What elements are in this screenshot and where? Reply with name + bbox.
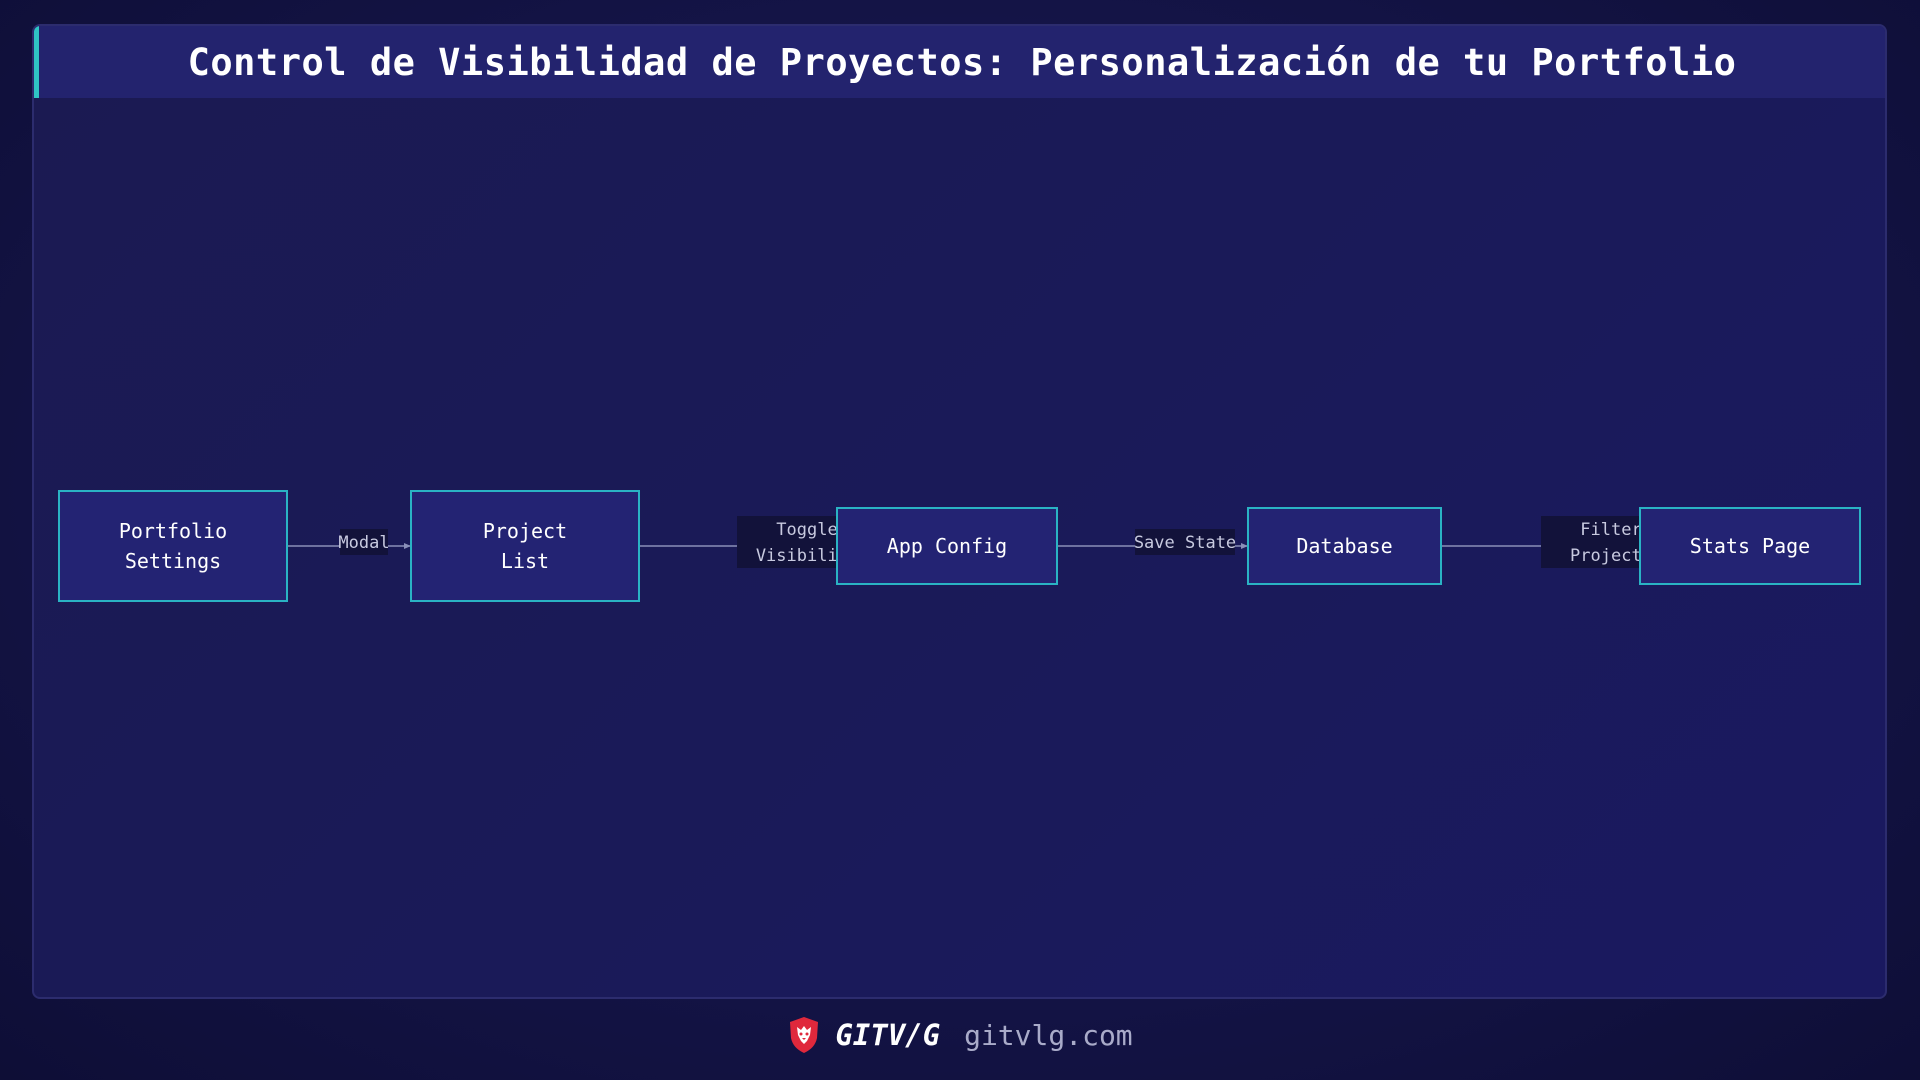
node-label: Settings — [125, 549, 221, 573]
node-label: List — [501, 549, 549, 573]
edge-label: Save State — [1134, 533, 1236, 553]
brand-url[interactable]: gitvlg.com — [964, 1018, 1133, 1052]
edge-label: Toggle — [776, 520, 837, 540]
footer: GITV/G gitvlg.com — [0, 1010, 1920, 1060]
node-database: Database — [1247, 507, 1442, 585]
node-box — [410, 490, 640, 602]
node-app-config: App Config — [836, 507, 1058, 585]
node-label: Project — [483, 519, 567, 543]
node-box — [58, 490, 288, 602]
edge-label: Filter — [1580, 520, 1641, 540]
edge-label: Projects — [1570, 546, 1652, 566]
edge-label: Modal — [338, 533, 389, 553]
node-box — [836, 507, 1058, 585]
node-box — [1247, 507, 1442, 585]
edge-label-background — [1135, 529, 1235, 555]
node-label: Database — [1296, 534, 1392, 558]
node-box — [1639, 507, 1861, 585]
page-title: Control de Visibilidad de Proyectos: Per… — [187, 40, 1737, 84]
title-bar: Control de Visibilidad de Proyectos: Per… — [34, 26, 1885, 98]
brand-name: GITV/G — [835, 1018, 941, 1052]
node-label: Stats Page — [1690, 534, 1810, 558]
diagram-panel: Control de Visibilidad de Proyectos: Per… — [32, 24, 1887, 999]
node-stats-page: Stats Page — [1639, 507, 1861, 585]
edge-portfolio-settings-to-project-list: Modal — [287, 529, 411, 555]
node-label: App Config — [887, 534, 1007, 558]
edge-app-config-to-database: Save State — [1057, 529, 1248, 555]
edge-label-background — [340, 529, 388, 555]
lion-shield-icon — [790, 1017, 819, 1053]
edge-label: Visibility — [756, 546, 858, 566]
node-label: Portfolio — [119, 519, 227, 543]
